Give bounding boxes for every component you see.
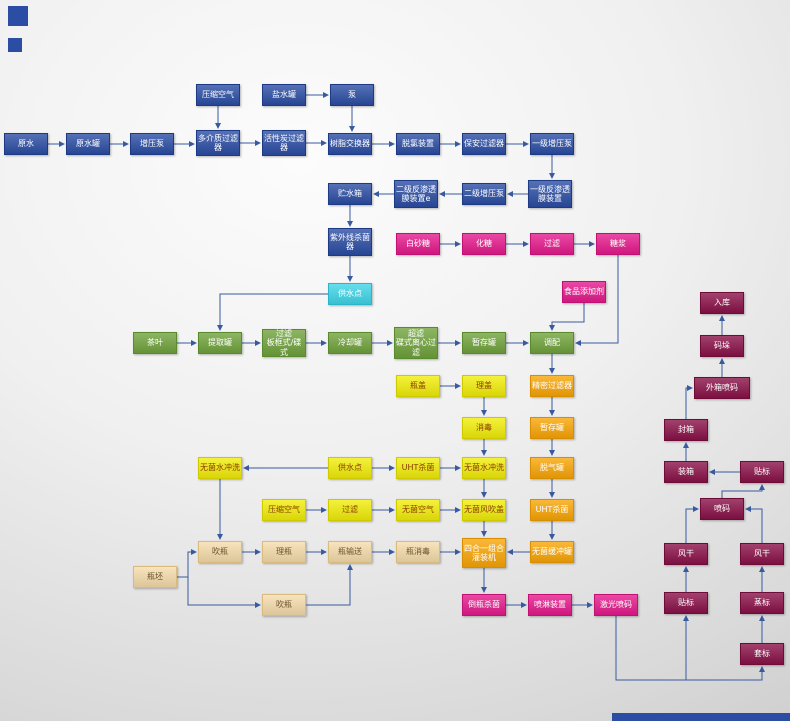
- flow-node-steam-label: 蒸标: [740, 592, 784, 614]
- flow-node-ultrafiltration: 超滤 碟式离心过滤: [394, 327, 438, 359]
- flow-node-sterile-water-rinse-2: 无菌水冲洗: [462, 457, 506, 479]
- flow-node-sleeve-labeling: 套标: [740, 643, 784, 665]
- flow-node-cooling-tank: 冷却罐: [328, 332, 372, 354]
- flow-node-stage2-ro-membrane: 二级反渗透膜装置e: [394, 180, 438, 208]
- flow-node-resin-exchanger: 树脂交换器: [328, 133, 372, 155]
- flow-node-uht-sterilizer-1: UHT杀菌: [396, 457, 440, 479]
- flow-node-compressed-air-1: 压缩空气: [196, 84, 240, 106]
- flow-node-pump: 泵: [330, 84, 374, 106]
- flow-node-tea-leaves: 茶叶: [133, 332, 177, 354]
- flow-node-bottle-arranging: 理瓶: [262, 541, 306, 563]
- flow-node-air-filter: 过滤: [328, 499, 372, 521]
- flow-arrow-bottle-preform-to-bottle-blowing-1: [177, 549, 197, 578]
- flow-node-boxing: 装箱: [664, 461, 708, 483]
- flow-node-carton-sealing: 封箱: [664, 419, 708, 441]
- flow-node-laser-coding: 激光喷码: [594, 594, 638, 616]
- flow-node-compressed-air-2: 压缩空气: [262, 499, 306, 521]
- flow-node-stage2-booster-pump: 二级增压泵: [462, 183, 506, 205]
- flow-node-raw-water: 原水: [4, 133, 48, 155]
- flow-node-stage1-booster-pump: 一级增压泵: [530, 133, 574, 155]
- flow-node-cap-arranging: 理盖: [462, 375, 506, 397]
- flow-node-bottle-cap: 瓶盖: [396, 375, 440, 397]
- flow-node-extraction-tank: 提取罐: [198, 332, 242, 354]
- flow-arrow-bottle-blowing-2-to-bottle-conveying: [306, 564, 353, 606]
- flow-node-sterile-air-cap-blow: 无菌风吹盖: [462, 499, 506, 521]
- flow-node-filling-machine: 四合一组合 灌装机: [462, 538, 506, 568]
- flow-node-warehousing: 入库: [700, 292, 744, 314]
- flow-node-brine-tank: 盐水罐: [262, 84, 306, 106]
- flow-node-syrup: 糖浆: [596, 233, 640, 255]
- flow-node-carton-coding: 外箱喷码: [694, 377, 750, 399]
- flow-node-palletizing: 码垛: [700, 335, 744, 357]
- flow-node-bottle-disinfection: 瓶消毒: [396, 541, 440, 563]
- flow-node-raw-water-tank: 原水罐: [66, 133, 110, 155]
- flow-node-bottle-blowing-2: 吹瓶: [262, 594, 306, 616]
- flow-node-carbon-filter: 活性炭过滤器: [262, 130, 306, 156]
- flow-node-coding: 喷码: [700, 498, 744, 520]
- flow-arrow-water-supply-point-1-to-extraction-tank: [217, 293, 328, 331]
- flow-node-sterile-air: 无菌空气: [396, 499, 440, 521]
- flow-node-water-storage-tank: 贮水箱: [328, 183, 372, 205]
- flow-node-bottle-conveying: 瓶输送: [328, 541, 372, 563]
- flow-node-sugar-filter: 过滤: [530, 233, 574, 255]
- flow-node-temp-storage-tank-1: 暂存罐: [462, 332, 506, 354]
- flow-node-temp-storage-tank-2: 暂存罐: [530, 417, 574, 439]
- flow-node-filter-plate-frame: 过滤 板框式/碟式: [262, 329, 306, 357]
- flow-node-water-supply-point-1: 供水点: [328, 283, 372, 305]
- flow-node-bottle-blowing-1: 吹瓶: [198, 541, 242, 563]
- flow-node-food-additive: 食品添加剂: [562, 281, 606, 303]
- flow-node-inverted-bottle-sterilization: 倒瓶杀菌: [462, 594, 506, 616]
- flow-node-sterile-buffer-tank: 无菌缓冲罐: [530, 541, 574, 563]
- flow-node-cap-disinfection: 消毒: [462, 417, 506, 439]
- flow-node-air-drying-2: 风干: [740, 543, 784, 565]
- flow-node-sugar-dissolving: 化糖: [462, 233, 506, 255]
- decor-bottom-bar: [612, 713, 790, 721]
- flow-arrow-laser-coding-to-sleeve-labeling: [615, 616, 765, 681]
- flow-arrow-food-additive-to-blending: [549, 303, 585, 331]
- flow-node-stage1-ro-membrane: 一级反渗透膜装置: [528, 180, 572, 208]
- flow-arrow-carton-sealing-to-carton-coding: [685, 385, 693, 419]
- flow-node-uht-sterilizer-2: UHT杀菌: [530, 499, 574, 521]
- flow-node-dechlorination: 脱氯装置: [396, 133, 440, 155]
- flow-node-blending: 调配: [530, 332, 574, 354]
- flow-node-uv-sterilizer: 紫外线杀菌器: [328, 228, 372, 256]
- flow-node-white-sugar: 白砂糖: [396, 233, 440, 255]
- flow-node-sterile-water-rinse-1: 无菌水冲洗: [198, 457, 242, 479]
- flow-arrow-syrup-to-blending: [575, 255, 619, 346]
- flow-node-labeling-2: 贴标: [664, 592, 708, 614]
- flow-node-degassing-tank: 脱气罐: [530, 457, 574, 479]
- flow-node-water-supply-point-2: 供水点: [328, 457, 372, 479]
- flow-node-multi-media-filter: 多介质过滤器: [196, 130, 240, 156]
- flow-node-labeling-1: 贴标: [740, 461, 784, 483]
- flow-node-precision-filter: 精密过滤器: [530, 375, 574, 397]
- flow-arrow-air-drying-1-to-coding: [685, 506, 699, 543]
- decor-corner-square-1: [8, 6, 28, 26]
- flow-node-bottle-preform: 瓶坯: [133, 566, 177, 588]
- flow-arrow-coding-to-labeling-1: [721, 484, 765, 498]
- decor-corner-square-2: [8, 38, 22, 52]
- flow-arrow-air-drying-2-to-coding: [745, 506, 763, 543]
- flow-node-booster-pump: 增压泵: [130, 133, 174, 155]
- flow-node-security-filter: 保安过滤器: [462, 133, 506, 155]
- flow-node-spray-device: 喷淋装置: [528, 594, 572, 616]
- flow-arrow-bottle-preform-to-bottle-blowing-2: [187, 577, 261, 608]
- flow-node-air-drying-1: 风干: [664, 543, 708, 565]
